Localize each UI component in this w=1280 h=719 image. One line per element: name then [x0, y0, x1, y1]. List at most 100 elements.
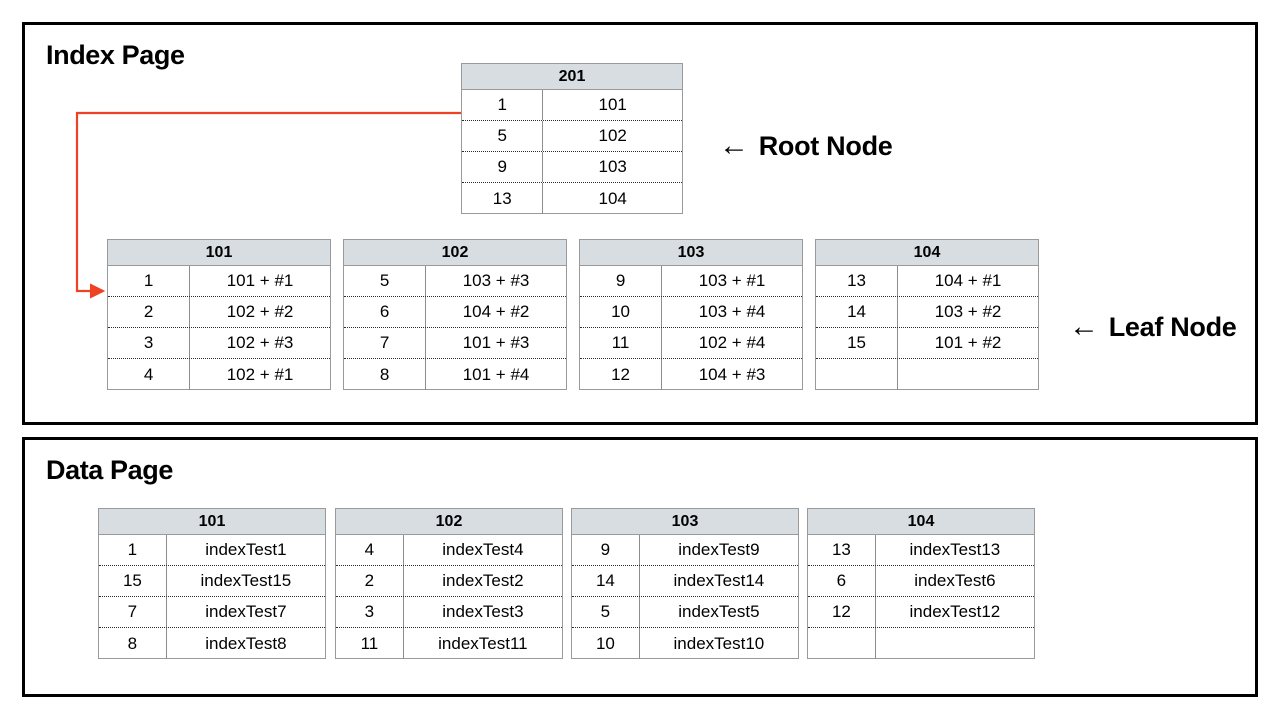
- row-value: 101 + #2: [934, 333, 1002, 352]
- table-row-empty[interactable]: [816, 359, 1038, 390]
- row-key: [808, 628, 876, 659]
- leaf-node-annotation-label: Leaf Node: [1108, 311, 1237, 342]
- leaf-node-rows: 13 104 + #1 14 103 + #2 15 101 + #2: [816, 266, 1038, 390]
- root-node-annotation: ← Root Node: [719, 130, 893, 161]
- data-page-page-id: 104: [808, 509, 1034, 535]
- leaf-node-page-id: 102: [344, 240, 566, 266]
- row-value: 104 + #2: [462, 302, 530, 321]
- table-row[interactable]: 7 101 + #3: [344, 328, 566, 359]
- row-key: 9: [462, 152, 544, 182]
- table-row[interactable]: 2 indexTest2: [336, 566, 562, 597]
- table-row[interactable]: 15 indexTest15: [99, 566, 325, 597]
- row-value: 102 + #3: [226, 333, 294, 352]
- row-value: indexTest6: [914, 571, 996, 590]
- row-key: 6: [808, 566, 876, 596]
- row-key: 1: [99, 535, 167, 565]
- row-key: 12: [580, 359, 663, 390]
- table-row[interactable]: 13 104: [462, 183, 682, 214]
- table-row[interactable]: 14 indexTest14: [572, 566, 798, 597]
- table-row[interactable]: 1 101: [462, 90, 682, 121]
- data-page-rows: 9 indexTest9 14 indexTest14 5 indexTest5…: [572, 535, 798, 659]
- table-row[interactable]: 9 103 + #1: [580, 266, 802, 297]
- data-page-103-table[interactable]: 103 9 indexTest9 14 indexTest14 5 indexT…: [571, 508, 799, 659]
- left-arrow-icon: ←: [1069, 310, 1099, 343]
- leaf-node-103-table[interactable]: 103 9 103 + #1 10 103 + #4 11 102 + #4 1…: [579, 239, 803, 390]
- row-value: 101: [598, 95, 627, 114]
- table-row[interactable]: 1 indexTest1: [99, 535, 325, 566]
- row-value: indexTest13: [909, 540, 1001, 559]
- row-key: 11: [580, 328, 663, 358]
- table-row[interactable]: 6 indexTest6: [808, 566, 1034, 597]
- row-key: 3: [336, 597, 404, 627]
- row-value: indexTest2: [442, 571, 524, 590]
- table-row[interactable]: 11 indexTest11: [336, 628, 562, 659]
- row-value: 103 + #4: [698, 302, 766, 321]
- root-node-annotation-label: Root Node: [758, 130, 893, 161]
- leaf-node-102-table[interactable]: 102 5 103 + #3 6 104 + #2 7 101 + #3 8 1…: [343, 239, 567, 390]
- table-row[interactable]: 3 102 + #3: [108, 328, 330, 359]
- root-node-page-id: 201: [462, 64, 682, 90]
- table-row[interactable]: 12 indexTest12: [808, 597, 1034, 628]
- row-value: [898, 359, 1038, 390]
- root-node-rows: 1 101 5 102 9 103 13 104: [462, 90, 682, 214]
- leaf-node-page-id: 101: [108, 240, 330, 266]
- data-page-101-table[interactable]: 101 1 indexTest1 15 indexTest15 7 indexT…: [98, 508, 326, 659]
- row-value: 101 + #1: [226, 271, 294, 290]
- table-row[interactable]: 8 101 + #4: [344, 359, 566, 390]
- table-row[interactable]: 4 102 + #1: [108, 359, 330, 390]
- table-row[interactable]: 15 101 + #2: [816, 328, 1038, 359]
- table-row[interactable]: 9 103: [462, 152, 682, 183]
- row-value: indexTest7: [205, 602, 287, 621]
- table-row[interactable]: 13 104 + #1: [816, 266, 1038, 297]
- row-value: 103 + #3: [462, 271, 530, 290]
- row-key: 2: [336, 566, 404, 596]
- table-row-empty[interactable]: [808, 628, 1034, 659]
- leaf-node-104-table[interactable]: 104 13 104 + #1 14 103 + #2 15 101 + #2: [815, 239, 1039, 390]
- table-row[interactable]: 1 101 + #1: [108, 266, 330, 297]
- row-key: 4: [108, 359, 191, 390]
- row-key: 5: [572, 597, 640, 627]
- table-row[interactable]: 7 indexTest7: [99, 597, 325, 628]
- row-key: 7: [99, 597, 167, 627]
- row-key: 12: [808, 597, 876, 627]
- row-value: indexTest9: [678, 540, 760, 559]
- table-row[interactable]: 13 indexTest13: [808, 535, 1034, 566]
- table-row[interactable]: 10 indexTest10: [572, 628, 798, 659]
- table-row[interactable]: 4 indexTest4: [336, 535, 562, 566]
- row-value: 103 + #2: [934, 302, 1002, 321]
- leaf-node-101-table[interactable]: 101 1 101 + #1 2 102 + #2 3 102 + #3 4 1…: [107, 239, 331, 390]
- row-value: indexTest3: [442, 602, 524, 621]
- row-key: [816, 359, 899, 390]
- row-key: 9: [572, 535, 640, 565]
- data-page-102-table[interactable]: 102 4 indexTest4 2 indexTest2 3 indexTes…: [335, 508, 563, 659]
- row-value: indexTest8: [205, 633, 287, 653]
- table-row[interactable]: 12 104 + #3: [580, 359, 802, 390]
- row-key: 1: [108, 266, 191, 296]
- index-page-title: Index Page: [46, 40, 185, 70]
- data-page-title: Data Page: [46, 455, 173, 485]
- table-row[interactable]: 5 indexTest5: [572, 597, 798, 628]
- table-row[interactable]: 11 102 + #4: [580, 328, 802, 359]
- leaf-node-rows: 1 101 + #1 2 102 + #2 3 102 + #3 4 102 +…: [108, 266, 330, 390]
- row-key: 11: [336, 628, 404, 659]
- table-row[interactable]: 10 103 + #4: [580, 297, 802, 328]
- table-row[interactable]: 9 indexTest9: [572, 535, 798, 566]
- leaf-node-page-id: 103: [580, 240, 802, 266]
- table-row[interactable]: 3 indexTest3: [336, 597, 562, 628]
- row-value: 103 + #1: [698, 271, 766, 290]
- row-key: 13: [808, 535, 876, 565]
- root-node-table[interactable]: 201 1 101 5 102 9 103 13 104: [461, 63, 683, 214]
- table-row[interactable]: 8 indexTest8: [99, 628, 325, 659]
- row-value: 102 + #1: [226, 364, 294, 384]
- row-key: 14: [816, 297, 899, 327]
- table-row[interactable]: 6 104 + #2: [344, 297, 566, 328]
- data-page-page-id: 103: [572, 509, 798, 535]
- row-key: 13: [816, 266, 899, 296]
- table-row[interactable]: 2 102 + #2: [108, 297, 330, 328]
- row-value: [876, 628, 1034, 659]
- table-row[interactable]: 5 102: [462, 121, 682, 152]
- row-key: 7: [344, 328, 427, 358]
- table-row[interactable]: 14 103 + #2: [816, 297, 1038, 328]
- data-page-104-table[interactable]: 104 13 indexTest13 6 indexTest6 12 index…: [807, 508, 1035, 659]
- table-row[interactable]: 5 103 + #3: [344, 266, 566, 297]
